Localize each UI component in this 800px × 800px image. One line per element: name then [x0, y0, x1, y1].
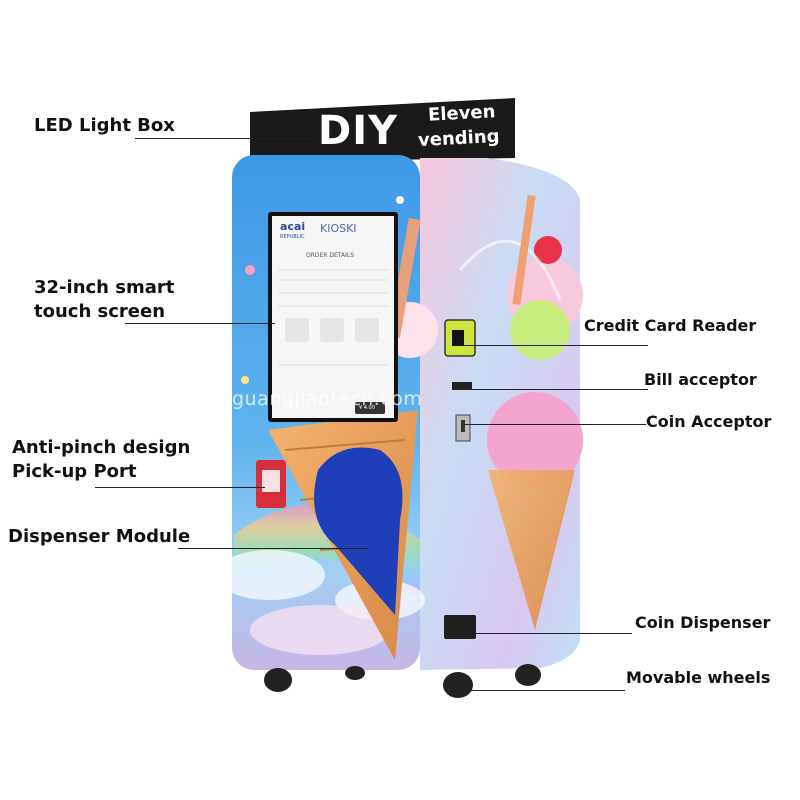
- screen-logo: acai: [280, 220, 306, 233]
- lightbox-brand-line1: Eleven: [427, 101, 496, 126]
- screen-pay-button: ¥ 4.00: [359, 405, 375, 411]
- machine-side-panel: [420, 158, 583, 670]
- leader-touch-screen: [125, 323, 275, 324]
- leader-dispenser-module: [178, 548, 368, 549]
- watermark: guangjiaotech.com: [232, 388, 423, 410]
- leader-coin-acceptor: [464, 424, 646, 425]
- label-touch-screen-line2: touch screen: [34, 301, 166, 322]
- label-pickup-port: Anti-pinch design Pick-up Port: [12, 436, 190, 484]
- movable-wheels: [264, 664, 541, 698]
- leader-coin-dispenser: [460, 633, 632, 634]
- lightbox-brand-big: DIY: [318, 108, 399, 154]
- label-bill-acceptor: Bill acceptor: [644, 370, 757, 389]
- label-coin-acceptor: Coin Acceptor: [646, 412, 772, 431]
- lightbox-brand-line2: vending: [417, 125, 501, 152]
- label-anti-pinch-line1: Anti-pinch design: [12, 437, 191, 458]
- screen-logo-sub: REPUBLIC: [280, 234, 305, 240]
- label-led-light-box: LED Light Box: [34, 115, 175, 136]
- leader-credit-card-reader: [462, 345, 648, 346]
- label-touch-screen-line1: 32-inch smart: [34, 277, 175, 298]
- label-coin-dispenser: Coin Dispenser: [635, 613, 771, 632]
- leader-movable-wheels: [465, 690, 625, 691]
- label-dispenser-module: Dispenser Module: [8, 526, 191, 547]
- leader-bill-acceptor: [462, 389, 648, 390]
- label-credit-card-reader: Credit Card Reader: [584, 316, 757, 335]
- label-touch-screen: 32-inch smart touch screen: [34, 276, 174, 324]
- label-anti-pinch-line2: Pick-up Port: [12, 461, 137, 482]
- screen-app-name: KIOSKI: [320, 222, 357, 235]
- leader-pickup-port: [95, 487, 265, 488]
- leader-led-light-box: [135, 138, 315, 139]
- label-movable-wheels: Movable wheels: [626, 668, 771, 687]
- screen-heading: ORDER DETAILS: [306, 252, 355, 259]
